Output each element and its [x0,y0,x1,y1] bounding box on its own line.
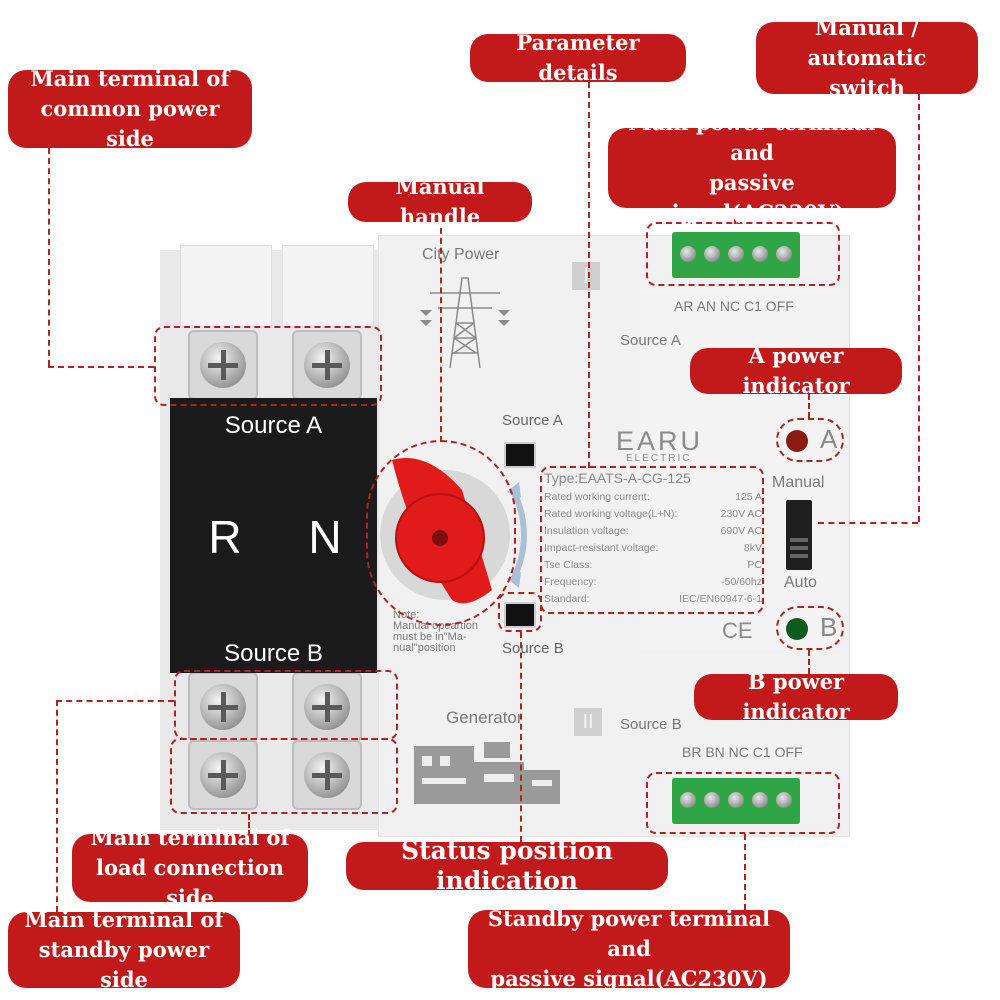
bottom-signal-terminal [672,778,800,824]
roman-one-badge: I [572,262,600,290]
source-b-mid-label: Source B [502,640,564,657]
screw-mid-right [292,672,362,742]
screw-bottom-right [292,740,362,810]
roman-two-badge: II [574,708,602,736]
spec-row-label: Impact-resistant voltage: [544,542,659,554]
highlight-common-terminals [154,326,382,406]
spec-row-value: IEC/EN60947-6-1 [679,593,762,605]
highlight-indicator-a [776,418,844,462]
top-terminal-cover-left [180,245,272,327]
highlight-indicator-b [776,606,844,650]
screw-mid-left [188,672,258,742]
leader-a-indicator [808,394,810,418]
spec-row-label: Rated working voltage(L+N): [544,508,678,520]
power-tower-icon [420,277,510,369]
callout-load-connection-terminal: Main terminal of load connection side [72,825,308,910]
spec-row: Insulation voltage: 690V AC [544,523,762,540]
spec-plate: Type:EAATS-A-CG-125 Rated working curren… [544,470,762,610]
leader-handle [440,218,442,442]
leader-common-h [48,366,154,368]
callout-standby-signal-terminal: Standby power terminal and passive signa… [468,906,790,991]
manual-auto-switch[interactable] [786,500,812,570]
brand-subtitle: ELECTRIC [626,453,692,464]
bottom-terminal-labels: BR BN NC C1 OFF [682,744,803,760]
leader-standby-terminal [744,834,746,910]
top-signal-terminal [672,232,800,278]
leader-manual-auto [918,94,920,522]
leader-b-indicator [808,650,810,674]
generator-label: Generator [446,708,523,727]
leader-main-terminal [734,208,736,224]
highlight-load-terminals [174,670,398,740]
callout-standby-power-terminal: Main terminal of standby power side [8,907,240,992]
callout-b-power-indicator: B power indicator [694,669,898,724]
spec-row: Frequency: -50/60hz [544,574,762,591]
spec-row: Rated working current: 125 A [544,489,762,506]
spec-row-value: 230V AC [720,508,762,520]
black-panel-source-a: Source A [224,412,323,439]
leader-param [588,82,590,468]
spec-row: Impact-resistant voltage: 8kV [544,540,762,557]
leader-common [48,148,50,366]
callout-parameter-details: Parameter details [470,30,686,85]
spec-row-value: PC [747,559,762,571]
black-panel-source-b: Source B [224,640,323,667]
city-power-label: City Power [422,246,500,263]
screw-top-right [292,330,362,400]
source-a-mid-label: Source A [502,412,563,429]
spec-row-label: Frequency: [544,576,597,588]
callout-a-power-indicator: A power indicator [690,343,902,398]
spec-row-value: 125 A [735,491,762,503]
spec-type: Type:EAATS-A-CG-125 [544,470,691,486]
highlight-spec-plate [540,466,764,614]
auto-label: Auto [784,574,817,591]
brand-logo: EARU [616,426,704,456]
source-b-right-label: Source B [620,716,682,733]
screw-top-left [188,330,258,400]
black-label-panel [170,398,377,673]
screw-bottom-left [188,740,258,810]
spec-row: Standard: IEC/EN60947-6-1 [544,591,762,608]
spec-row-label: Standard: [544,593,590,605]
spec-row-label: Rated working current: [544,491,650,503]
callout-manual-automatic-switch: Manual / automatic switch [756,15,978,100]
highlight-manual-handle [366,440,516,626]
black-panel-n: N [308,511,342,563]
status-window-a [504,442,536,468]
callout-common-power-terminal: Main terminal of common power side [8,66,252,151]
callout-main-power-terminal: Main power terminal and passive signal(A… [608,110,896,225]
top-terminal-cover-right [282,245,374,327]
leader-standby [56,700,58,912]
leader-load [248,814,250,836]
generator-icon [414,742,560,804]
black-panel-r: R [208,511,242,563]
manual-label: Manual [772,474,825,491]
spec-row-value: 690V AC [720,525,762,537]
leader-status [520,632,522,842]
ce-mark: CE [722,618,753,643]
spec-row: Rated working voltage(L+N): 230V AC [544,506,762,523]
spec-row-value: 8kV [743,542,762,554]
spec-row-label: Insulation voltage: [544,525,629,537]
callout-manual-handle: Manual handle [348,174,532,229]
highlight-bottom-signal-terminal [646,772,840,834]
leader-standby-h [56,700,174,702]
leader-manual-auto-h [818,522,918,524]
spec-row-value: -50/60hz [721,576,762,588]
top-terminal-labels: AR AN NC C1 OFF [674,298,794,314]
callout-status-position: Status position indication [346,836,668,895]
highlight-standby-terminals [170,738,398,814]
source-a-right-label: Source A [620,332,681,349]
spec-row-label: Tse Class: [544,559,593,571]
highlight-status-window-b [498,592,542,632]
highlight-top-signal-terminal [646,222,840,286]
spec-row: Tse Class: PC [544,557,762,574]
status-window-b [504,602,536,628]
